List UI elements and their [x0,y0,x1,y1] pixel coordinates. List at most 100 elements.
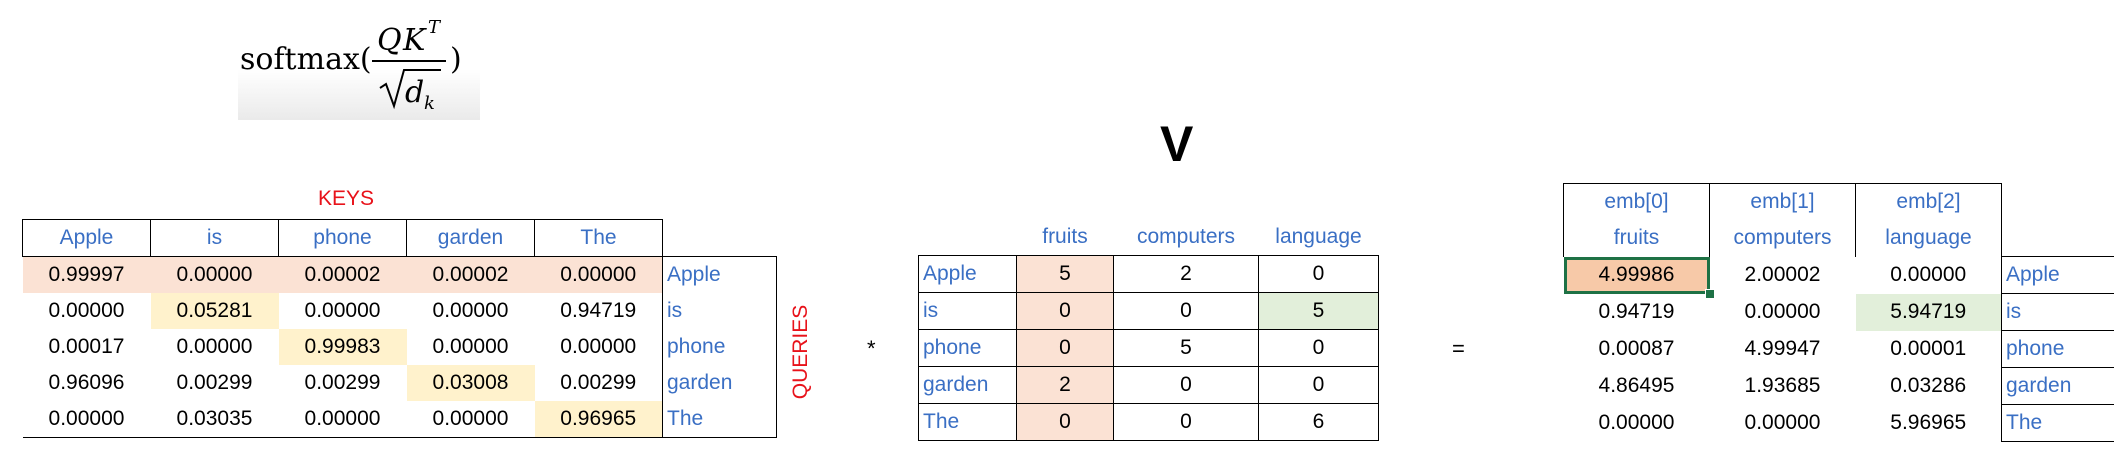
output-cell[interactable]: 4.99947 [1744,337,1821,360]
values-row-phone: phone 0 5 0 [918,329,1379,367]
attention-cell[interactable]: 0.00000 [432,335,509,358]
attention-cell[interactable]: 0.00000 [432,299,509,322]
query-label-apple[interactable]: Apple [662,256,777,293]
empty-cell [918,219,1017,256]
attention-cell[interactable]: 0.00000 [304,299,381,322]
formula-k: K [402,23,427,58]
key-header-apple[interactable]: Apple [22,219,151,257]
attention-cell[interactable]: 0.05281 [150,293,279,329]
attention-cell[interactable]: 0.00017 [48,335,125,358]
attention-cell[interactable]: 0.00000 [176,335,253,358]
value-cell[interactable]: 5 [1113,329,1259,367]
attention-cell[interactable]: 0.94719 [560,299,637,322]
value-row-label-apple[interactable]: Apple [918,255,1017,293]
emb-header-0[interactable]: emb[0] [1563,183,1710,220]
output-cell[interactable]: 0.00001 [1890,337,1967,360]
attention-row-apple: 0.99997 0.00000 0.00002 0.00002 0.00000 … [22,256,777,293]
value-cell[interactable]: 0 [1258,329,1379,367]
output-cell[interactable]: 0.94719 [1598,300,1675,323]
value-row-label-the[interactable]: The [918,403,1017,441]
query-label-the[interactable]: The [662,401,777,438]
empty-cell [662,219,777,257]
output-row-label-apple[interactable]: Apple [2001,256,2114,294]
output-row-apple: 4.99986 2.00002 0.00000 Apple [1563,256,2114,299]
output-header-computers[interactable]: computers [1709,220,1856,257]
output-cell[interactable]: 0.00000 [1598,411,1675,434]
value-cell[interactable]: 0 [1016,329,1114,367]
output-cell[interactable]: 5.94719 [1855,293,2002,331]
value-header-language[interactable]: language [1258,219,1379,256]
value-cell[interactable]: 2 [1016,366,1114,404]
attention-cell[interactable]: 0.99983 [278,329,407,365]
attention-cell[interactable]: 0.99997 [22,256,151,293]
output-header-language[interactable]: language [1855,220,2002,257]
output-row-label-is[interactable]: is [2001,293,2114,331]
emb-header-2[interactable]: emb[2] [1855,183,2002,220]
formula-prefix: softmax( [240,42,372,77]
output-cell[interactable]: 0.00000 [1744,411,1821,434]
key-header-the[interactable]: The [534,219,663,257]
attention-cell[interactable]: 0.96965 [534,401,663,438]
output-cell[interactable]: 0.03286 [1890,374,1967,397]
attention-cell[interactable]: 0.00299 [560,371,637,394]
attention-cell[interactable]: 0.00000 [406,401,535,438]
value-cell[interactable]: 0 [1016,403,1114,441]
query-label-is[interactable]: is [662,293,777,329]
value-row-label-phone[interactable]: phone [918,329,1017,367]
formula-image: softmax( Q K T d k ) [238,8,480,120]
attention-row-is: 0.00000 0.05281 0.00000 0.00000 0.94719 … [23,293,777,329]
value-header-computers[interactable]: computers [1113,219,1259,256]
value-row-label-garden[interactable]: garden [918,366,1017,404]
value-cell[interactable]: 0 [1113,366,1259,404]
output-cell[interactable]: 2.00002 [1744,263,1821,286]
attention-cell[interactable]: 0.03035 [150,401,279,438]
output-cell[interactable]: 0.00087 [1598,337,1675,360]
attention-cell[interactable]: 0.00000 [278,401,407,438]
attention-cell[interactable]: 0.00299 [304,371,381,394]
output-row-garden: 4.86495 1.93685 0.03286 garden [1564,367,2114,405]
value-row-label-is[interactable]: is [918,292,1017,330]
attention-cell[interactable]: 0.03008 [406,365,535,401]
formula-t: T [428,17,442,38]
value-cell[interactable]: 5 [1258,292,1379,330]
attention-cell[interactable]: 0.00000 [48,299,125,322]
attention-row-garden: 0.96096 0.00299 0.00299 0.03008 0.00299 … [23,365,777,401]
attention-cell[interactable]: 0.00002 [278,256,407,293]
output-cell[interactable]: 0.00000 [1890,263,1967,286]
output-row-is: 0.94719 0.00000 5.94719 is [1564,293,2114,331]
output-row-label-phone[interactable]: phone [2001,330,2114,368]
output-cell[interactable]: 4.86495 [1598,374,1675,397]
key-header-is[interactable]: is [150,219,279,257]
value-cell[interactable]: 0 [1258,366,1379,404]
attention-cell[interactable]: 0.00000 [560,335,637,358]
value-cell[interactable]: 0 [1258,255,1379,293]
output-cell-selected[interactable]: 4.99986 [1563,256,1715,299]
value-cell[interactable]: 6 [1258,403,1379,441]
v-label: V [1160,116,1194,172]
attention-cell[interactable]: 0.00002 [406,256,535,293]
value-cell[interactable]: 0 [1113,403,1259,441]
value-header-fruits[interactable]: fruits [1016,219,1114,256]
key-header-garden[interactable]: garden [406,219,535,257]
value-cell[interactable]: 0 [1113,292,1259,330]
value-cell[interactable]: 5 [1016,255,1114,293]
attention-cell[interactable]: 0.96096 [48,371,125,394]
attention-cell[interactable]: 0.00299 [176,371,253,394]
output-row-label-the[interactable]: The [2001,404,2114,442]
query-label-garden[interactable]: garden [662,365,777,401]
value-cell[interactable]: 2 [1113,255,1259,293]
output-cell[interactable]: 5.96965 [1890,411,1967,434]
output-header-fruits[interactable]: fruits [1563,220,1710,257]
key-header-phone[interactable]: phone [278,219,407,257]
emb-header-1[interactable]: emb[1] [1709,183,1856,220]
value-cell[interactable]: 0 [1016,292,1114,330]
output-row-the: 0.00000 0.00000 5.96965 The [1564,404,2114,442]
attention-cell[interactable]: 0.00000 [534,256,663,293]
attention-cell[interactable]: 0.00000 [22,401,151,438]
query-label-phone[interactable]: phone [662,329,777,365]
output-cell[interactable]: 0.00000 [1744,300,1821,323]
output-row-label-garden[interactable]: garden [2001,367,2114,405]
fill-handle[interactable] [1704,288,1715,299]
output-cell[interactable]: 1.93685 [1744,374,1821,397]
attention-cell[interactable]: 0.00000 [150,256,279,293]
